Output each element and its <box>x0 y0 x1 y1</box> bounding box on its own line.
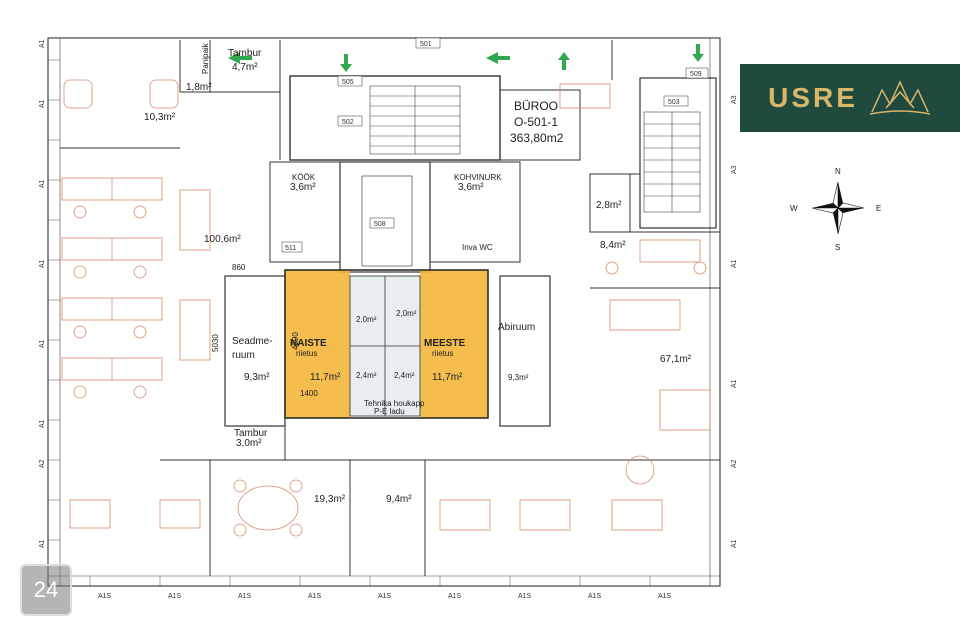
furniture <box>61 79 711 537</box>
abiruum-label: Abiruum <box>498 322 535 333</box>
svg-text:A1S: A1S <box>448 593 462 600</box>
svg-text:A1S: A1S <box>168 593 182 600</box>
office-title: BÜROO <box>514 99 558 113</box>
outer-walls <box>47 37 721 587</box>
svg-text:A1: A1 <box>39 39 46 48</box>
svg-text:A1: A1 <box>731 539 738 548</box>
svg-text:A1: A1 <box>731 379 738 388</box>
abiruum-area: 9,3m² <box>508 373 529 382</box>
tehnika-label-1: Tehnika houkapp <box>364 399 425 408</box>
door-code-labels: 501 505 502 509 503 508 511 <box>285 41 702 252</box>
exit-arrows <box>228 44 704 72</box>
tambur-bottom-label: Tambur <box>234 428 268 439</box>
compass-north: N <box>835 167 841 176</box>
door-code: 511 <box>285 245 296 252</box>
door-code: 505 <box>342 79 354 86</box>
room-100-6: 100,6m² <box>204 234 241 245</box>
tambur-top-area: 4,7m² <box>232 62 258 73</box>
svg-text:A1: A1 <box>39 179 46 188</box>
dim-4290: 4290 <box>291 332 300 350</box>
stairwell-main <box>369 85 461 155</box>
bottom-window-posts <box>89 576 651 586</box>
naiste-area: 11,7m² <box>310 372 341 383</box>
crown-icon <box>869 80 931 115</box>
kohvinurk-label: KOHVINURK <box>454 173 502 182</box>
wc-area-c: 2,4m² <box>356 371 377 380</box>
meeste-label-2: riietus <box>432 349 453 358</box>
kohvinurk-area: 3,6m² <box>458 182 484 193</box>
office-area: 363,80m2 <box>510 131 564 145</box>
inva-wc-label: Inva WC <box>462 243 493 252</box>
stairwell-right <box>643 111 701 213</box>
wc-area-d: 2,4m² <box>394 371 415 380</box>
door-code: 503 <box>668 99 680 106</box>
wc-area-a: 2,0m² <box>356 315 377 324</box>
svg-text:A1: A1 <box>39 259 46 268</box>
compass-west: W <box>790 204 798 213</box>
interior-walls <box>60 40 720 576</box>
left-window-posts <box>48 59 60 541</box>
naiste-label-2: riietus <box>296 349 317 358</box>
tehnika-label-2: P-E ladu <box>374 407 405 416</box>
svg-text:A1S: A1S <box>378 593 392 600</box>
svg-text:A1: A1 <box>39 419 46 428</box>
tambur-bottom-area: 3,0m² <box>236 438 262 449</box>
tambur-top-label: Tambur <box>228 48 262 59</box>
naiste-label-1: NAISTE <box>290 338 327 349</box>
svg-text:A3: A3 <box>731 95 738 104</box>
seadmeruum-area: 9,3m² <box>244 372 270 383</box>
brand-logo-text: USRE <box>768 82 858 113</box>
kook-area: 3,6m² <box>290 182 316 193</box>
svg-text:A1: A1 <box>39 99 46 108</box>
axis-labels-left: A1 A1 A1 A1 A1 A1 A2 A1 <box>39 39 46 548</box>
dim-1400: 1400 <box>300 389 318 398</box>
meeste-label-1: MEESTE <box>424 338 465 349</box>
axis-labels-bottom: A1S A1S A1S A1S A1S A1S A1S A1S A1S <box>98 593 672 600</box>
svg-text:A2: A2 <box>731 459 738 468</box>
dim-860: 860 <box>232 263 246 272</box>
seadmeruum-label-1: Seadme- <box>232 336 273 347</box>
door-code: 508 <box>374 221 386 228</box>
panipaik-label: Panipaik <box>201 42 210 74</box>
changing-rooms-highlight <box>284 269 489 419</box>
axis-labels-right: A3 A3 A1 A1 A2 A1 <box>731 95 738 548</box>
door-code: 501 <box>420 41 432 48</box>
svg-text:A1S: A1S <box>308 593 322 600</box>
compass-rose: N S E W <box>790 167 881 252</box>
kook-label: KÖÖK <box>292 173 316 182</box>
svg-text:A1S: A1S <box>98 593 112 600</box>
panipaik-area: 1,8m² <box>186 82 212 93</box>
room-2-8: 2,8m² <box>596 200 622 211</box>
svg-text:A1S: A1S <box>588 593 602 600</box>
elevator-shaft <box>361 175 413 267</box>
compass-east: E <box>876 204 881 213</box>
room-10-3: 10,3m² <box>144 112 176 123</box>
svg-text:A2: A2 <box>39 459 46 468</box>
svg-text:A1S: A1S <box>658 593 672 600</box>
meeste-area: 11,7m² <box>432 372 463 383</box>
wc-area-b: 2,0m² <box>396 309 417 318</box>
room-67-1: 67,1m² <box>660 354 692 365</box>
svg-text:A1: A1 <box>39 339 46 348</box>
dim-5030: 5030 <box>211 334 220 352</box>
door-code: 502 <box>342 119 354 126</box>
svg-text:A1: A1 <box>731 259 738 268</box>
office-code: O-501-1 <box>514 115 558 129</box>
svg-text:A1: A1 <box>39 539 46 548</box>
svg-text:A1S: A1S <box>238 593 252 600</box>
page-number-badge: 24 <box>20 564 72 616</box>
room-8-4: 8,4m² <box>600 240 626 251</box>
svg-text:A3: A3 <box>731 165 738 174</box>
door-code-tags <box>281 37 709 253</box>
svg-text:A1S: A1S <box>518 593 532 600</box>
page-number: 24 <box>33 577 59 602</box>
room-19-3: 19,3m² <box>314 494 346 505</box>
door-code: 509 <box>690 71 702 78</box>
seadmeruum-label-2: ruum <box>232 350 255 361</box>
compass-south: S <box>835 243 840 252</box>
room-9-4: 9,4m² <box>386 494 412 505</box>
room-labels: BÜROO O-501-1 363,80m2 Tambur 4,7m² Pani… <box>144 42 692 505</box>
brand-logo: USRE <box>740 64 960 132</box>
